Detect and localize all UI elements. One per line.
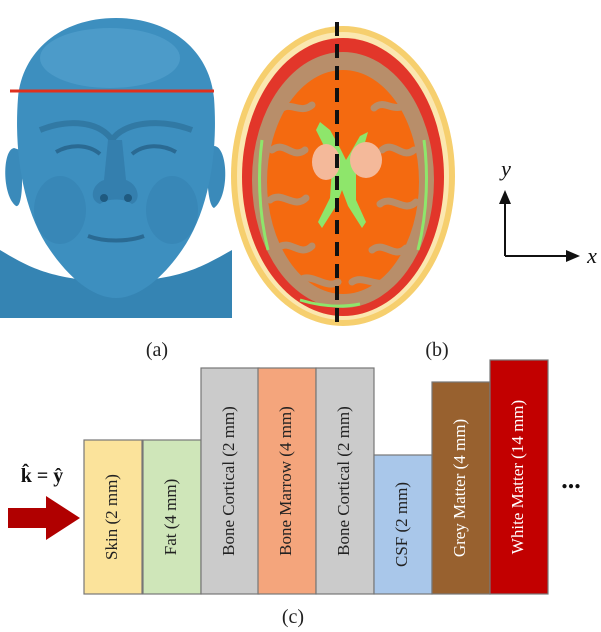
continuation-ellipsis: ... bbox=[561, 465, 581, 494]
layer-label-2: Fat (4 mm) bbox=[161, 479, 180, 556]
layer-label-5: Bone Cortical (2 mm) bbox=[334, 406, 353, 556]
panel-a-head-model bbox=[0, 18, 232, 318]
nostril-right bbox=[124, 194, 132, 202]
scalp-highlight bbox=[40, 28, 180, 88]
y-axis-label: y bbox=[499, 156, 511, 181]
y-axis-arrowhead bbox=[499, 190, 511, 204]
panel-a-caption: (a) bbox=[146, 339, 168, 361]
layer-label-8: White Matter (14 mm) bbox=[508, 400, 527, 554]
right-cheek bbox=[146, 176, 198, 244]
left-ear bbox=[5, 148, 23, 207]
axis-indicator: y x bbox=[499, 156, 597, 268]
layer-block-1 bbox=[83, 439, 143, 595]
layer-label-3: Bone Cortical (2 mm) bbox=[219, 406, 238, 556]
x-axis-arrowhead bbox=[566, 250, 580, 262]
panel-b-axial-slice bbox=[231, 22, 455, 330]
layer-label-4: Bone Marrow (4 mm) bbox=[276, 406, 295, 556]
layer-block-2 bbox=[142, 439, 202, 595]
incident-arrow bbox=[8, 496, 80, 540]
left-cheek bbox=[34, 176, 86, 244]
layer-label-6: CSF (2 mm) bbox=[392, 482, 411, 567]
layer-block-3 bbox=[200, 367, 260, 595]
layer-label-1: Skin (2 mm) bbox=[102, 474, 121, 560]
wave-vector-label: k̂ = ŷ bbox=[21, 462, 64, 487]
panel-b-caption: (b) bbox=[425, 339, 448, 361]
slice-gyri bbox=[266, 100, 420, 288]
layer-stack: Skin (2 mm) Fat (4 mm) Bone Cortical (2 mm… bbox=[83, 359, 549, 595]
slice-thalamus-left bbox=[312, 144, 340, 180]
nose bbox=[92, 140, 138, 204]
incident-wave: k̂ = ŷ bbox=[8, 462, 80, 540]
slice-csf-fringe bbox=[258, 139, 428, 308]
layer-block-4 bbox=[257, 367, 317, 595]
mouth bbox=[87, 234, 145, 243]
layer-block-6 bbox=[373, 454, 433, 595]
layer-block-8 bbox=[489, 359, 549, 595]
layer-block-7 bbox=[431, 381, 491, 595]
left-eye bbox=[55, 144, 102, 156]
panel-c-caption: (c) bbox=[282, 606, 304, 628]
nostril-left bbox=[100, 194, 108, 202]
x-axis-label: x bbox=[586, 243, 597, 268]
slice-thalamus-right bbox=[350, 142, 382, 178]
layer-label-7: Grey Matter (4 mm) bbox=[450, 419, 469, 557]
right-eye bbox=[130, 144, 177, 156]
